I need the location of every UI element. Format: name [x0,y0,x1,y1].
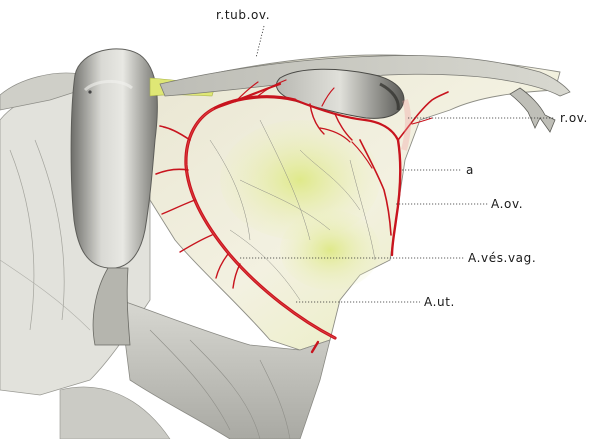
leader-r-tub-ov [255,25,265,59]
lower-tissue [59,299,331,439]
label-r-tub-ov: r.tub.ov. [216,8,270,22]
label-a-ves-vag: A.vés.vag. [468,251,536,265]
leader-lines [240,25,555,303]
label-a: a [466,163,474,177]
label-a-ut: A.ut. [424,295,455,309]
uterus [70,48,158,346]
broad-ligament [149,54,561,351]
arterial-network [155,79,449,354]
label-r-ov: r.ov. [560,111,588,125]
label-a-ov: A.ov. [491,197,523,211]
labels: r.tub.ov. r.ov. a A.ov. A.vés.vag. A.ut. [216,8,588,309]
